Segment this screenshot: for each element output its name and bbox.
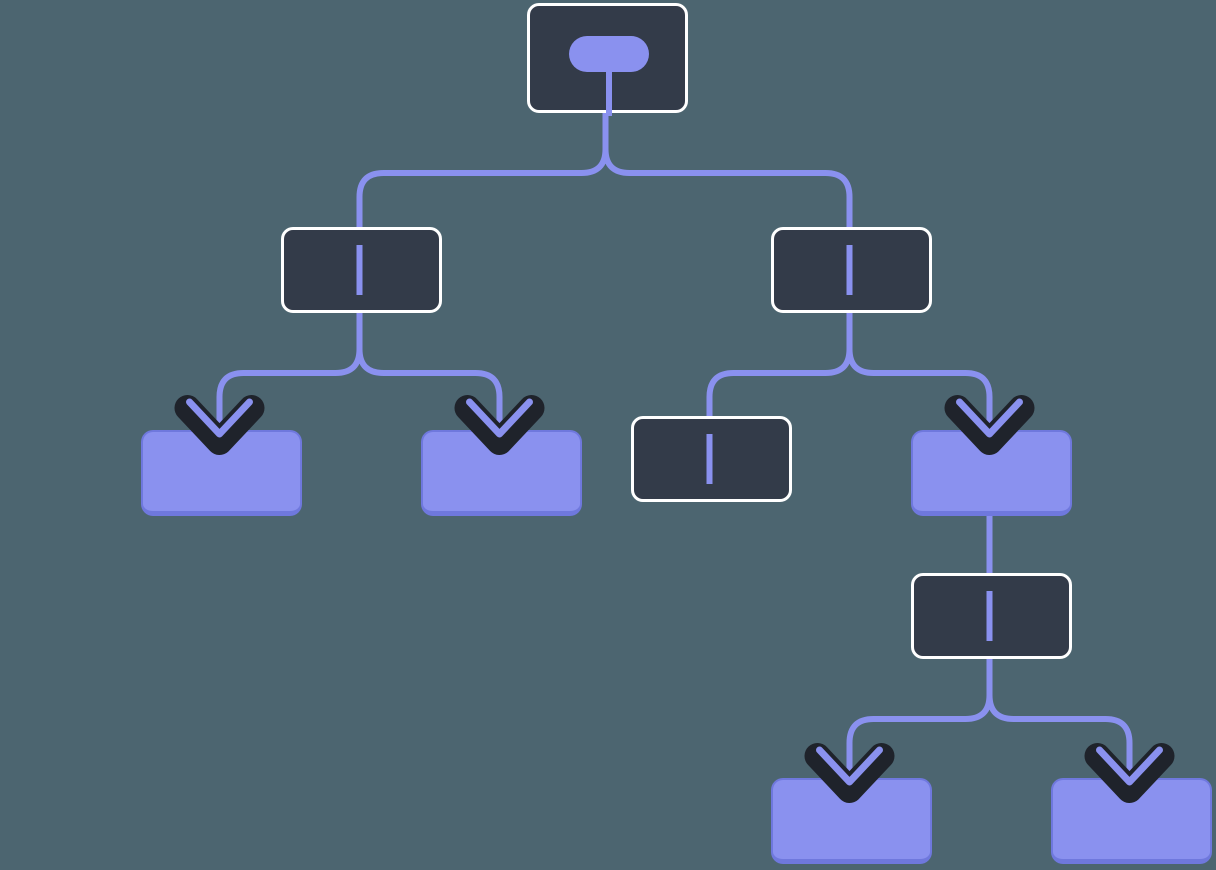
- branch-node-left[interactable]: [281, 227, 442, 313]
- leaf-node-3[interactable]: [911, 430, 1072, 516]
- leaf-node-4[interactable]: [771, 778, 932, 864]
- dark-leaf-node[interactable]: [631, 416, 792, 502]
- leaf-node-5[interactable]: [1051, 778, 1212, 864]
- branch-node-right[interactable]: [771, 227, 932, 313]
- sub-branch-node[interactable]: [911, 573, 1072, 659]
- leaf-node-2[interactable]: [421, 430, 582, 516]
- root-node[interactable]: [527, 3, 688, 116]
- leaf-node-1[interactable]: [141, 430, 302, 516]
